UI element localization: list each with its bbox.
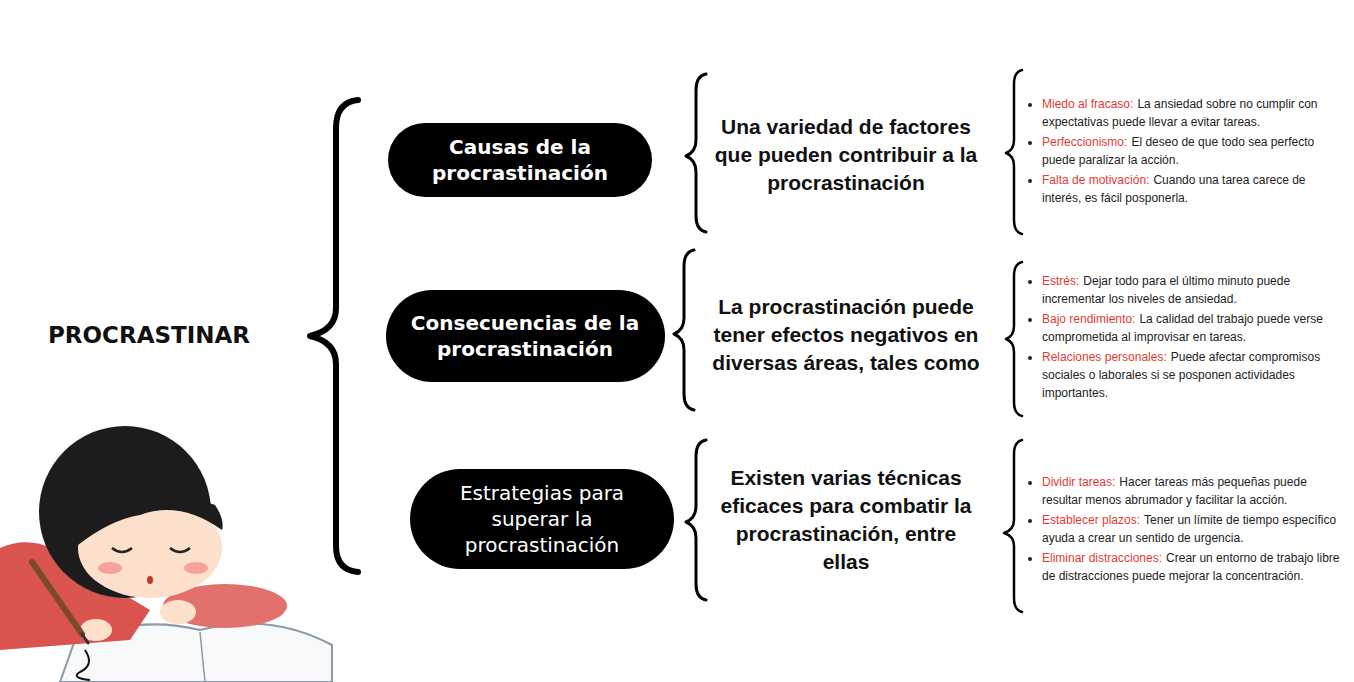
scribble — [77, 650, 90, 680]
bullet-term: Falta de motivación: — [1042, 173, 1149, 187]
pill-text: Consecuencias de la procrastinación — [403, 310, 648, 362]
bullet-term: Relaciones personales: — [1042, 350, 1167, 364]
main-title: PROCRASTINAR — [48, 322, 250, 348]
bullet-item: Perfeccionismo:El deseo de que todo sea … — [1042, 133, 1346, 169]
brace — [1006, 70, 1022, 234]
book-line — [200, 632, 205, 682]
bullet-item: Bajo rendimiento:La calidad del trabajo … — [1042, 310, 1346, 346]
description-text: La procrastinación puede tener efectos n… — [712, 293, 980, 377]
bullet-term: Establecer plazos: — [1042, 513, 1140, 527]
bullet-item: Eliminar distracciones:Crear un entorno … — [1042, 549, 1346, 585]
bangs — [70, 491, 223, 545]
topic-pill: Causas de la procrastinación — [388, 123, 652, 197]
bullet-list: Estrés:Dejar todo para el último minuto … — [1028, 272, 1346, 404]
pill-text: Estrategias para superar la procrastinac… — [427, 480, 657, 558]
eye — [170, 548, 190, 552]
description-text: Una variedad de factores que pueden cont… — [712, 113, 980, 197]
description-text: Existen varias técnicas eficaces para co… — [712, 464, 980, 576]
blush — [184, 562, 208, 574]
bullet-item: Establecer plazos:Tener un límite de tie… — [1042, 511, 1346, 547]
bullet-term: Dividir tareas: — [1042, 475, 1115, 489]
brace — [686, 74, 706, 232]
bullet-term: Estrés: — [1042, 274, 1079, 288]
brace — [686, 440, 706, 600]
bullet-term: Miedo al fracaso: — [1042, 97, 1133, 111]
bullet-term: Bajo rendimiento: — [1042, 312, 1135, 326]
brace — [674, 250, 694, 410]
bullet-item: Relaciones personales:Puede afectar comp… — [1042, 348, 1346, 402]
topic-pill: Estrategias para superar la procrastinac… — [410, 469, 674, 569]
eye — [112, 548, 132, 552]
bullet-term: Eliminar distracciones: — [1042, 551, 1162, 565]
illustration — [0, 426, 332, 682]
brace — [1004, 440, 1022, 612]
pencil — [32, 562, 82, 634]
bullet-list: Dividir tareas:Hacer tareas más pequeñas… — [1028, 473, 1346, 587]
bullet-list: Miedo al fracaso:La ansiedad sobre no cu… — [1028, 95, 1346, 209]
bullet-term: Perfeccionismo: — [1042, 135, 1127, 149]
bullet-text: Dejar todo para el último minuto puede i… — [1042, 274, 1290, 306]
pill-text: Causas de la procrastinación — [405, 134, 635, 186]
bullet-item: Dividir tareas:Hacer tareas más pequeñas… — [1042, 473, 1346, 509]
topic-pill: Consecuencias de la procrastinación — [386, 290, 665, 382]
brace — [310, 100, 358, 572]
mouth — [147, 576, 153, 584]
hand — [160, 600, 196, 624]
bullet-item: Miedo al fracaso:La ansiedad sobre no cu… — [1042, 95, 1346, 131]
blush — [98, 562, 122, 574]
brace — [1006, 262, 1022, 416]
pencil-tip — [82, 634, 88, 643]
bullet-item: Falta de motivación:Cuando una tarea car… — [1042, 171, 1346, 207]
bullet-item: Estrés:Dejar todo para el último minuto … — [1042, 272, 1346, 308]
